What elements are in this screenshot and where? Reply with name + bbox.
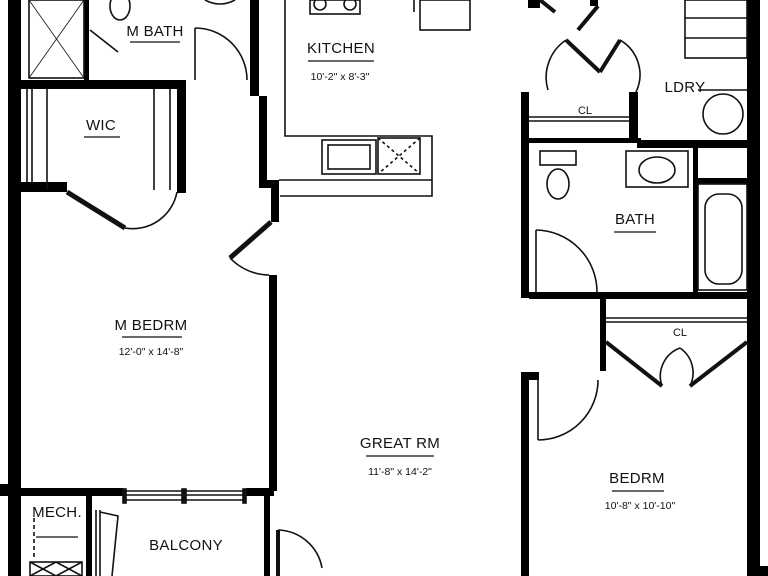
interior-walls (21, 0, 747, 576)
label-m-bedrm: M BEDRM (115, 317, 188, 334)
label-closet-lower: CL (673, 327, 687, 339)
label-mech: MECH. (32, 504, 82, 521)
washer-icon (702, 93, 744, 135)
door-ldry (564, 38, 602, 74)
label-bedrm: BEDRM (609, 470, 665, 487)
tub-icon (697, 183, 748, 291)
fridge-icon (419, 0, 471, 31)
vanity-icon (625, 150, 689, 188)
door-m-bedrm (228, 220, 273, 260)
label-bath: BATH (615, 211, 655, 228)
tank-icon (539, 150, 577, 166)
label-balcony: BALCONY (149, 537, 223, 554)
label-kitchen: KITCHEN (307, 40, 375, 57)
door-cl-lower-left (604, 340, 664, 388)
mech-unit-icon (29, 561, 83, 576)
fixtures-and-doors (26, 0, 749, 576)
laundry-icon (684, 0, 748, 59)
door-wic (65, 189, 127, 231)
dishwasher-icon (377, 137, 421, 175)
label-wic: WIC (86, 117, 116, 134)
dims-kitchen: 10'-2" x 8'-3" (311, 71, 370, 83)
label-great-rm: GREAT RM (360, 435, 440, 452)
label-ldry: LDRY (665, 79, 706, 96)
dims-m-bedrm: 12'-0" x 14'-8" (119, 346, 184, 358)
dims-bedrm: 10'-8" x 10'-10" (605, 500, 676, 512)
range-icon (309, 0, 361, 15)
slider-door (122, 488, 127, 504)
room-labels: M BATH KITCHEN 10'-2" x 8'-3" LDRY CL WI… (32, 23, 705, 554)
sink-icon (204, 0, 236, 5)
kitchen-sink-icon (321, 139, 377, 175)
toilet-icon (109, 0, 131, 21)
label-closet-upper: CL (578, 105, 592, 117)
dims-great-rm: 11'-8" x 14'-2" (368, 466, 432, 478)
bath-toilet-icon (546, 168, 570, 200)
door-cl-lower-right (688, 340, 749, 388)
shower-icon (28, 0, 85, 79)
label-m-bath: M BATH (126, 23, 183, 40)
